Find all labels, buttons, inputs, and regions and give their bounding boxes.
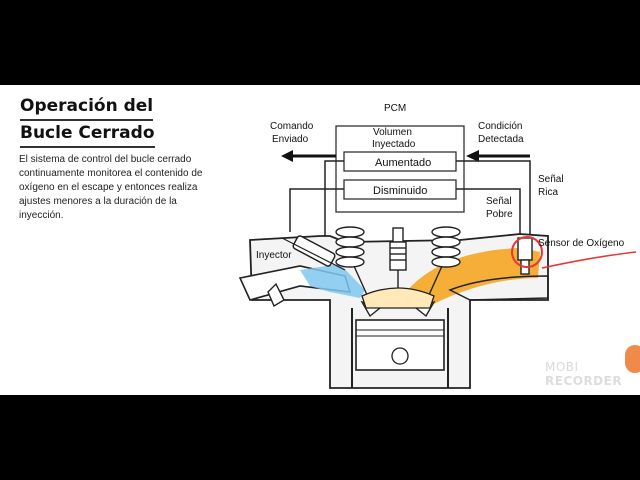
disminuido-label: Disminuido	[373, 185, 427, 197]
inyector-label: Inyector	[256, 250, 292, 261]
sensor-highlight-line	[541, 251, 637, 269]
wrist-pin	[391, 347, 409, 365]
senal-rica-label-1: Señal	[538, 174, 564, 185]
condition-arrow-head	[466, 150, 479, 162]
title-line-2: Bucle Cerrado	[20, 121, 155, 148]
sensor-highlight-circle	[511, 236, 543, 268]
senal-pobre-label-1: Señal	[486, 196, 512, 207]
lean-wire	[456, 188, 521, 238]
comando-label-1: Comando	[270, 121, 314, 132]
injector	[281, 235, 346, 271]
slide-description: El sistema de control del bucle cerrado …	[19, 154, 203, 221]
rich-wire	[456, 160, 531, 238]
comando-label-2: Enviado	[272, 134, 309, 145]
aumentado-label: Aumentado	[375, 157, 431, 169]
exhaust-flow	[400, 248, 540, 306]
senal-rica-label-2: Rica	[538, 187, 558, 198]
condicion-label-2: Detectada	[478, 134, 524, 145]
watermark: MOBI RECORDER	[545, 360, 622, 388]
inc-wire-left	[324, 160, 344, 250]
combustion-chamber	[361, 287, 435, 309]
volumen-label-2: Inyectado	[372, 139, 416, 150]
intake-flow	[300, 264, 365, 298]
dec-wire-left	[289, 188, 344, 232]
exhaust-port	[448, 275, 549, 301]
volumen-label-1: Volumen	[373, 127, 412, 138]
condicion-label-1: Condición	[478, 121, 522, 132]
pcm-box	[335, 125, 465, 213]
pcm-label: PCM	[384, 103, 406, 114]
title-line-1: Operación del	[20, 94, 154, 121]
record-indicator	[625, 345, 640, 373]
senal-pobre-label-2: Pobre	[486, 209, 513, 220]
watermark-line-1: MOBI	[545, 360, 579, 374]
spark-plug	[389, 227, 407, 290]
slide-title: Operación del Bucle Cerrado	[20, 94, 220, 148]
intake-flange	[267, 282, 285, 308]
watermark-line-2: RECORDER	[545, 374, 623, 388]
sensor-label: Sensor de Oxígeno	[538, 238, 625, 249]
command-arrow-head	[281, 150, 293, 162]
